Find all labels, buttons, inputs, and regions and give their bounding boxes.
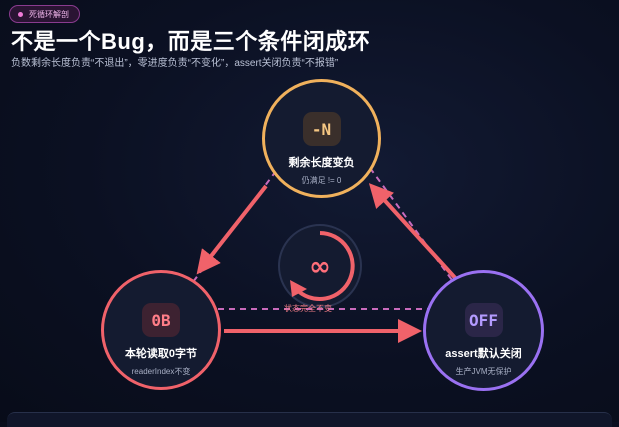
node-top-badge: -N	[302, 112, 341, 146]
arrow-top-to-left	[196, 184, 268, 275]
tag-dot-icon	[18, 11, 23, 17]
arrow-right-to-top	[368, 183, 460, 283]
loop-label: 状态完全不变	[284, 304, 332, 313]
node-negative-length: -N 剩余长度变负 仍满足 != 0	[262, 79, 381, 198]
node-left-sub: readerIndex不变	[131, 367, 191, 376]
bottom-panel-edge	[7, 412, 612, 427]
infinity-symbol: ∞	[309, 252, 331, 282]
node-right-label: assert默认关闭	[445, 348, 522, 360]
node-top-label: 剩余长度变负	[288, 157, 355, 169]
tag-label: 死循环解剖	[29, 9, 69, 19]
node-left-badge: 0B	[142, 303, 180, 337]
node-zero-bytes: 0B 本轮读取0字节 readerIndex不变	[101, 270, 221, 390]
section-tag: 死循环解剖	[9, 5, 80, 23]
page-title: 不是一个Bug，而是三个条件闭成环	[11, 29, 371, 54]
loop-arc-head-icon	[290, 280, 307, 297]
node-left-label: 本轮读取0字节	[124, 348, 198, 360]
node-top-sub: 仍满足 != 0	[301, 176, 342, 185]
node-right-badge: OFF	[464, 303, 503, 337]
node-assert-off: OFF assert默认关闭 生产JVM无保护	[423, 270, 544, 391]
loop-arc-icon	[294, 231, 355, 301]
page-subtitle: 负数剩余长度负责“不退出”，零进度负责“不变化”，assert关闭负责“不报错”	[11, 58, 339, 69]
node-right-sub: 生产JVM无保护	[455, 367, 512, 376]
